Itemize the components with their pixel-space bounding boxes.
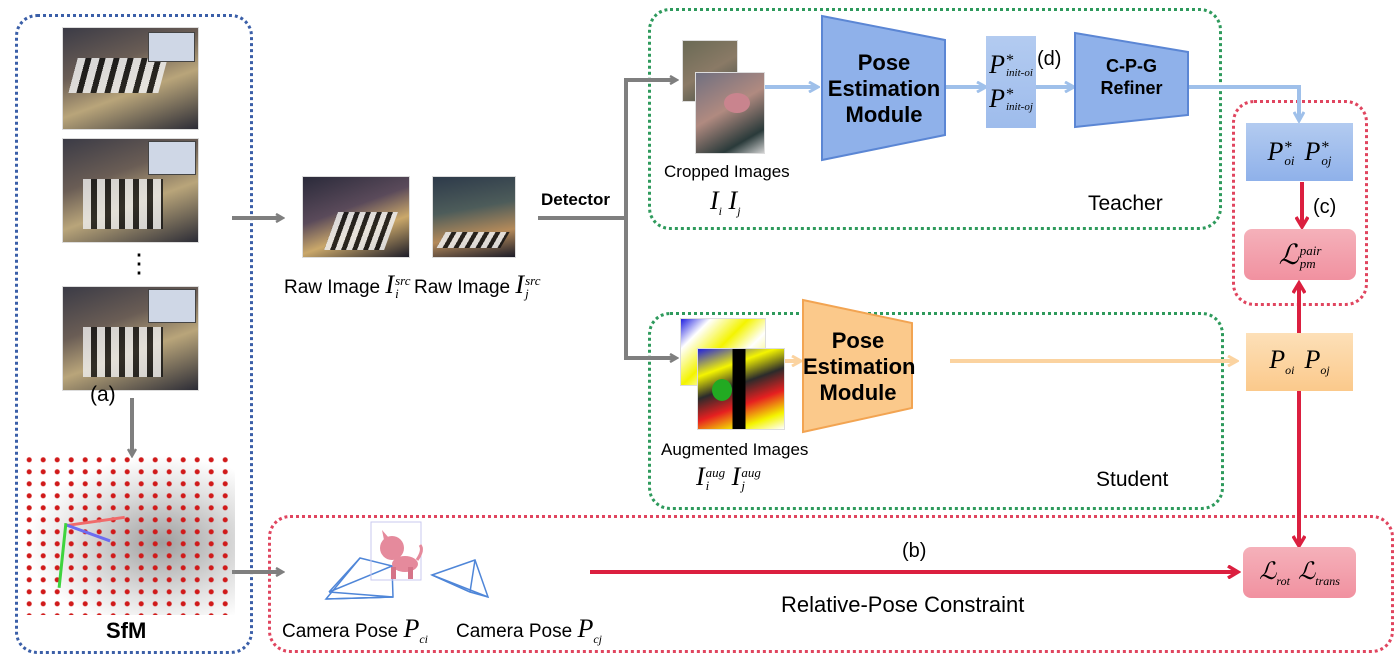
arrow-refiner-to-teacher-pose (1188, 85, 1299, 120)
student-pose-output: Poi Poj (1246, 333, 1353, 391)
teacher-pose-output: P*oi P*oj (1246, 123, 1353, 181)
raw-image-j (432, 176, 516, 258)
input-frame-n (62, 286, 199, 391)
init-pose-oj: P*init-oj (989, 84, 1033, 114)
student-pose-module: Pose Estimation Module (803, 328, 916, 405)
student-label: Student (1096, 468, 1169, 491)
teacher-pose-module: Pose Estimation Module (827, 50, 941, 127)
raw-image-i (302, 176, 410, 258)
init-pose-box: P*init-oi P*init-oj (986, 36, 1036, 128)
frames-ellipsis: ⋮ (126, 248, 152, 278)
refiner-module: C-P-G Refiner (1100, 56, 1163, 98)
cropped-image-j (695, 72, 765, 154)
step-a-label: (a) (90, 383, 116, 406)
arrow-detector-to-student (624, 218, 676, 358)
sfm-label: SfM (106, 618, 147, 643)
arrow-detector-to-teacher (538, 80, 676, 220)
rot-loss: ℒrot (1259, 556, 1290, 588)
relative-loss-box: ℒrot ℒtrans (1243, 547, 1356, 598)
object-model-icon (370, 521, 423, 581)
teacher-pose-module-shape (821, 14, 946, 162)
detector-label: Detector (541, 190, 610, 209)
trans-loss: ℒtrans (1297, 556, 1340, 588)
camera-pose-j-label: Camera Pose Pcj (456, 614, 603, 647)
augmented-images-label: Augmented Images (661, 440, 809, 459)
input-frame-1 (62, 27, 199, 130)
step-b-label: (b) (902, 540, 927, 562)
camera-pose-i-label: Camera Pose Pci (282, 614, 429, 647)
teacher-panel-frame (648, 8, 1222, 230)
camera-frustum-j (429, 559, 490, 599)
refiner-shape (1074, 31, 1189, 129)
cropped-images-label: Cropped Images (664, 162, 790, 181)
student-panel-frame (648, 312, 1224, 510)
step-d-label: (d) (1037, 48, 1062, 70)
camera-frustum-i (324, 557, 394, 600)
input-frame-2 (62, 138, 199, 243)
sfm-point-cloud (25, 455, 235, 615)
cropped-images-symbols: Ii Ij (710, 186, 741, 219)
relative-pose-frame (268, 515, 1394, 653)
student-pose-module-shape (802, 298, 913, 434)
augmented-image-j (697, 348, 785, 430)
init-pose-oi: P*init-oi (989, 49, 1033, 79)
teacher-label: Teacher (1088, 192, 1163, 215)
sfm-panel-frame (15, 14, 253, 654)
step-c-label: (c) (1313, 196, 1337, 218)
relative-pose-constraint-label: Relative-Pose Constraint (781, 592, 1025, 617)
